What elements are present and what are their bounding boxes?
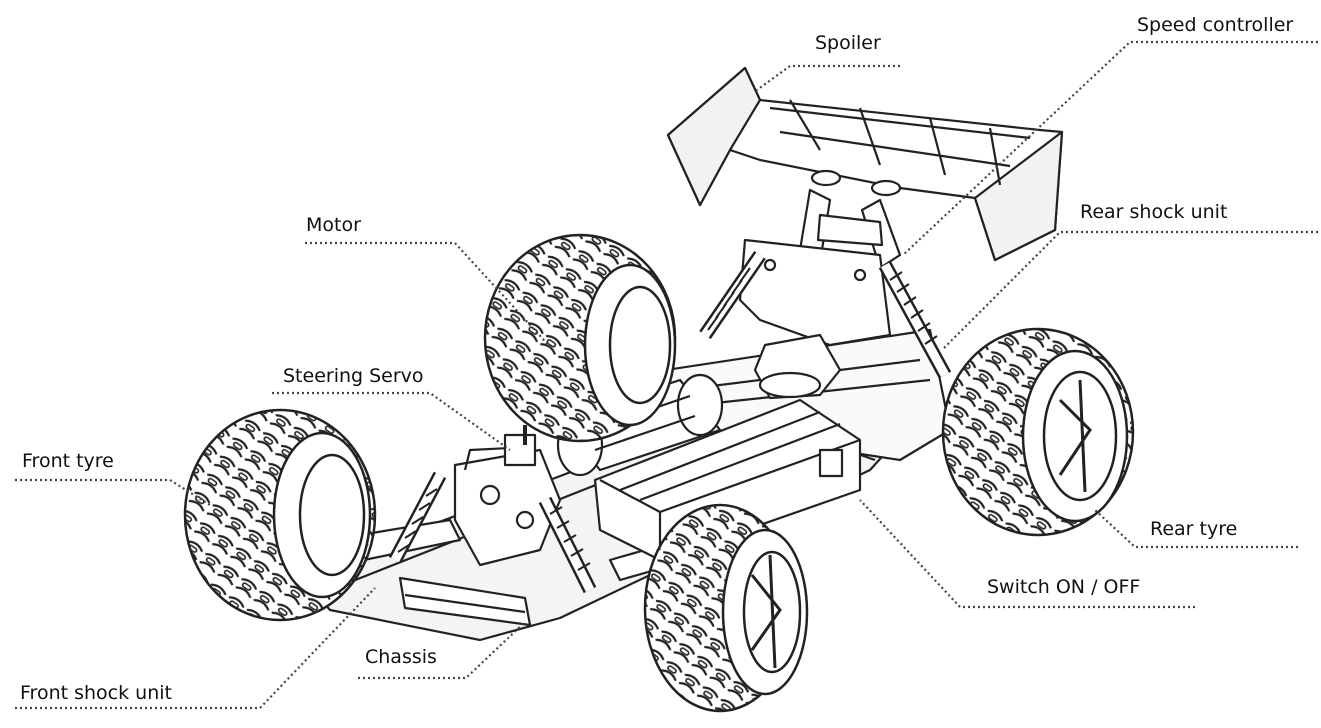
label-front-tyre: Front tyre (22, 450, 114, 472)
leader-speed-controller (902, 40, 1318, 256)
leader-lines (15, 40, 1318, 710)
front-left-tyre (183, 408, 377, 622)
leader-chassis (358, 621, 526, 680)
front-right-tyre (643, 503, 809, 713)
front-shock-part (388, 425, 597, 594)
label-rear-shock-unit: Rear shock unit (1080, 201, 1228, 223)
rear-left-tyre (483, 233, 677, 443)
leader-motor (305, 241, 554, 351)
label-front-shock-unit: Front shock unit (20, 682, 172, 704)
motor-part (556, 373, 724, 477)
label-speed-controller: Speed controller (1137, 14, 1294, 36)
label-switch: Switch ON / OFF (987, 576, 1141, 598)
leader-rear-shock (941, 230, 1318, 351)
leader-spoiler (756, 64, 900, 91)
battery-box (593, 398, 862, 562)
rear-right-tyre (941, 327, 1135, 537)
label-steering-servo: Steering Servo (283, 365, 424, 387)
leader-front-shock (15, 587, 376, 710)
label-chassis: Chassis (365, 646, 437, 668)
leader-switch (859, 499, 1195, 609)
label-rear-tyre: Rear tyre (1150, 518, 1238, 540)
spoiler-part (666, 66, 1064, 270)
label-spoiler: Spoiler (815, 32, 881, 54)
rear-shock-part (699, 238, 952, 400)
label-motor: Motor (306, 214, 361, 236)
leader-front-tyre (15, 478, 211, 506)
